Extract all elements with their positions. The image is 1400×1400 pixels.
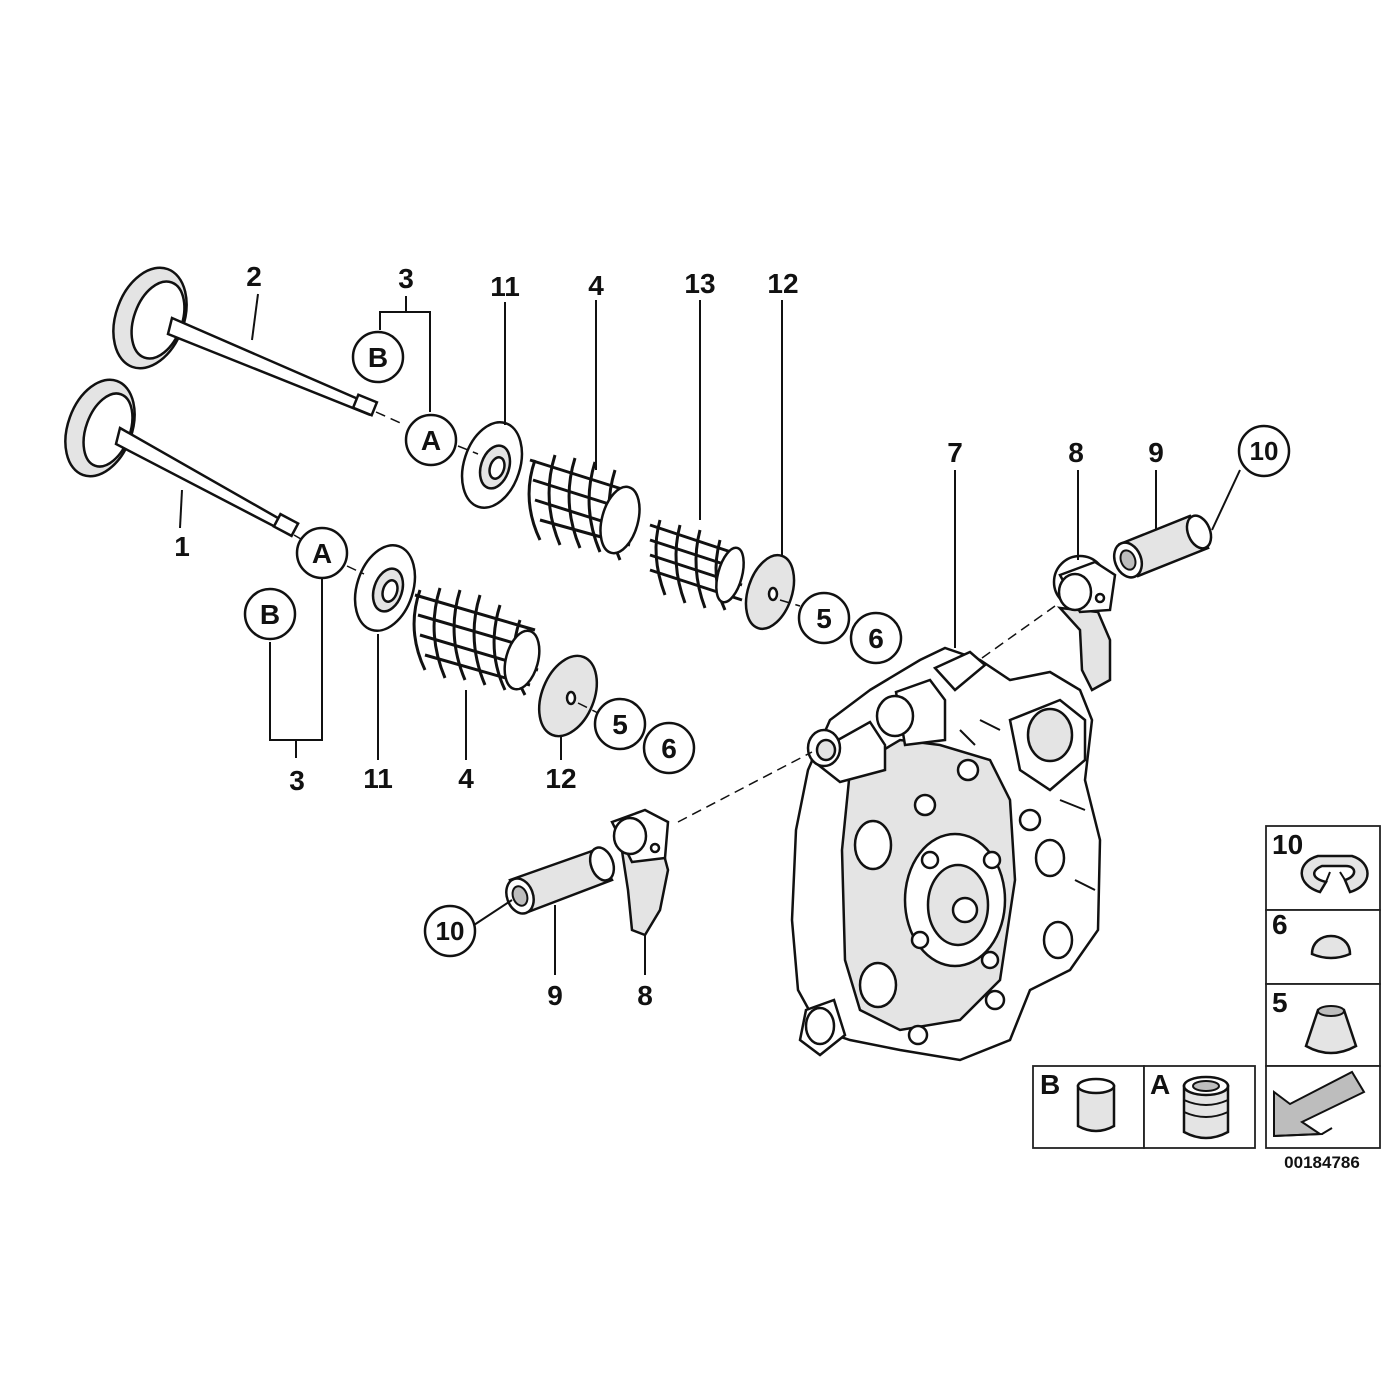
label-9-bottom: 9 <box>547 980 563 1011</box>
circlip-icon <box>1300 854 1369 894</box>
valve-1 <box>64 378 300 538</box>
label-12-bottom: 12 <box>545 763 576 794</box>
callout-6-bottom <box>642 721 696 775</box>
rocker-shaft-9-bottom <box>505 846 616 915</box>
label-valve-1: 1 <box>174 531 190 562</box>
callout-B-top <box>351 330 405 384</box>
rocker-arm-8-top <box>1052 554 1117 692</box>
legend-label-A: A <box>1150 1069 1170 1100</box>
spring-retainer-12-bottom <box>537 654 599 738</box>
label-A-bottom: A <box>312 538 332 569</box>
legend-label-6: 6 <box>1272 909 1288 940</box>
label-7: 7 <box>947 437 963 468</box>
label-11-bottom: 11 <box>363 763 393 794</box>
valve-stem-seal-icon <box>1182 1075 1230 1140</box>
label-B-top: B <box>368 342 388 373</box>
label-10-top: 10 <box>1250 436 1279 466</box>
valve-seal-ring-11-bottom <box>353 544 417 632</box>
callout-B-bottom <box>243 587 297 641</box>
callout-6-top <box>849 611 903 665</box>
valve-seal-ring-11-top <box>460 421 524 509</box>
label-10-bottom: 10 <box>436 916 465 946</box>
label-A-top: A <box>421 425 441 456</box>
label-9-top: 9 <box>1148 437 1164 468</box>
callout-5-top <box>797 591 851 645</box>
label-5-bottom: 5 <box>612 709 628 740</box>
label-8-bottom: 8 <box>637 980 653 1011</box>
label-4-bottom: 4 <box>458 763 474 794</box>
valve-spring-outer-4-bottom <box>412 587 541 696</box>
label-3-bottom: 3 <box>289 765 305 796</box>
valve-spring-outer-4-top <box>527 454 641 561</box>
legend-label-B: B <box>1040 1069 1060 1100</box>
callout-10-bottom <box>423 904 477 958</box>
label-12-top: 12 <box>767 268 798 299</box>
legend-label-10: 10 <box>1272 829 1303 860</box>
label-8-top: 8 <box>1068 437 1084 468</box>
callout-5-bottom <box>593 697 647 751</box>
valve-keeper-dome-icon <box>1310 934 1352 960</box>
label-B-bottom: B <box>260 599 280 630</box>
label-11-top: 11 <box>490 271 520 302</box>
cylinder-head-7 <box>790 646 1102 1062</box>
label-6-bottom: 6 <box>661 733 677 764</box>
rocker-shaft-9-top <box>1112 514 1213 579</box>
legend-label-5: 5 <box>1272 987 1288 1018</box>
valve-guide-bushing-icon <box>1076 1077 1116 1133</box>
direction-arrow-icon <box>1273 1070 1366 1138</box>
spring-retainer-12-top <box>744 553 796 631</box>
label-13: 13 <box>684 268 715 299</box>
callout-10-top <box>1237 424 1291 478</box>
callout-A-bottom <box>295 526 349 580</box>
valve-2 <box>112 266 379 417</box>
label-6-top: 6 <box>868 623 884 654</box>
callout-A-top <box>404 413 458 467</box>
valve-keeper-cone-icon <box>1304 1005 1358 1055</box>
label-1-valve-2: 2 <box>246 261 262 292</box>
label-4-top: 4 <box>588 270 604 301</box>
valve-spring-inner-13-top <box>649 519 745 611</box>
rocker-arm-8-bottom <box>610 808 670 937</box>
label-3-top: 3 <box>398 263 414 294</box>
figure-number: 00184786 <box>1284 1153 1360 1172</box>
label-5-top: 5 <box>816 603 832 634</box>
